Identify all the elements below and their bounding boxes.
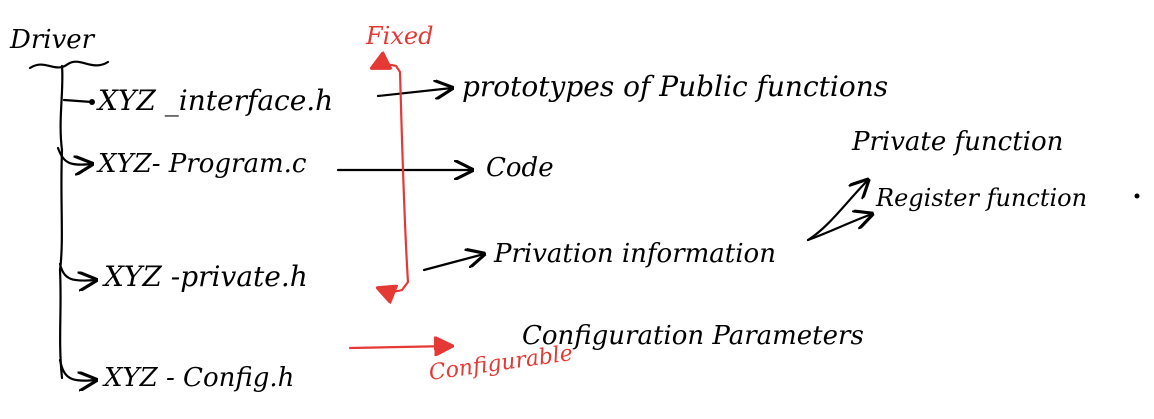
annotation-fixed: Fixed	[365, 22, 433, 50]
file-private-name: XYZ -private.h	[102, 260, 308, 293]
trailing-dot	[1134, 193, 1140, 199]
desc-config: Configuration Parameters	[522, 321, 864, 351]
branch-4	[58, 358, 96, 381]
branch-3	[58, 262, 96, 281]
private-branch-2: Register function	[875, 184, 1087, 212]
branch-1	[62, 98, 94, 104]
branch-2	[56, 146, 92, 165]
root-label: Driver	[9, 25, 96, 55]
arrow-private	[422, 254, 484, 272]
fixed-bracket	[372, 65, 410, 292]
arrow-register-function	[806, 214, 872, 242]
tree-trunk	[58, 64, 64, 380]
arrow-interface	[376, 88, 452, 96]
root-underline	[28, 60, 110, 70]
branch-1-dot	[89, 99, 95, 105]
configurable-arrow	[348, 346, 452, 348]
private-branch-1: Private function	[851, 127, 1063, 157]
annotation-configurable: Configurable	[427, 341, 574, 386]
file-program-name: XYZ- Program.c	[96, 149, 307, 179]
desc-interface: prototypes of Public functions	[462, 70, 888, 103]
desc-private: Privation information	[493, 239, 776, 269]
file-interface-name: XYZ _interface.h	[96, 84, 333, 117]
file-config-name: XYZ - Config.h	[102, 363, 294, 393]
arrow-private-function	[806, 180, 868, 242]
desc-program: Code	[486, 153, 554, 183]
